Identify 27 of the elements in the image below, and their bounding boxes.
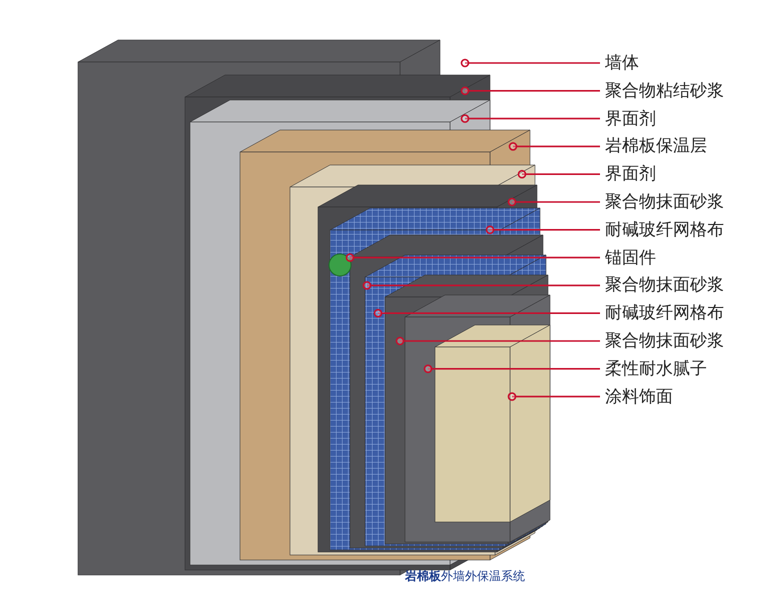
leader-line [346,253,600,262]
layer-label: 聚合物抹面砂浆 [605,330,724,352]
layer-label: 聚合物抹面砂浆 [605,274,724,296]
leader-line [460,114,600,123]
leader-line [486,226,600,234]
layer-label: 聚合物粘结砂浆 [605,80,724,102]
leader-line [508,392,600,401]
layer-label: 墙体 [605,52,639,74]
layer-label: 耐碱玻纤网格布 [605,302,724,324]
leader-line [460,58,600,68]
leader-line [508,198,600,206]
layer-label: 柔性耐水腻子 [605,358,707,380]
leader-line [508,142,600,151]
leader-line [518,170,600,178]
layer-label: 锚固件 [605,246,656,269]
caption: 岩棉板外墙外保温系统 [405,568,525,585]
layer-label: 涂料饰面 [605,386,673,408]
leader-line [460,86,600,96]
leader-line [396,336,600,346]
leader-line [374,308,600,318]
leader-line [362,281,600,290]
leader-line [424,364,600,374]
layer-label: 耐碱玻纤网格布 [605,218,724,241]
layer-label: 岩棉板保温层 [605,135,707,158]
layer-label: 聚合物抹面砂浆 [605,191,724,213]
layer-label: 界面剂 [605,163,656,186]
layer-label: 界面剂 [605,108,656,130]
